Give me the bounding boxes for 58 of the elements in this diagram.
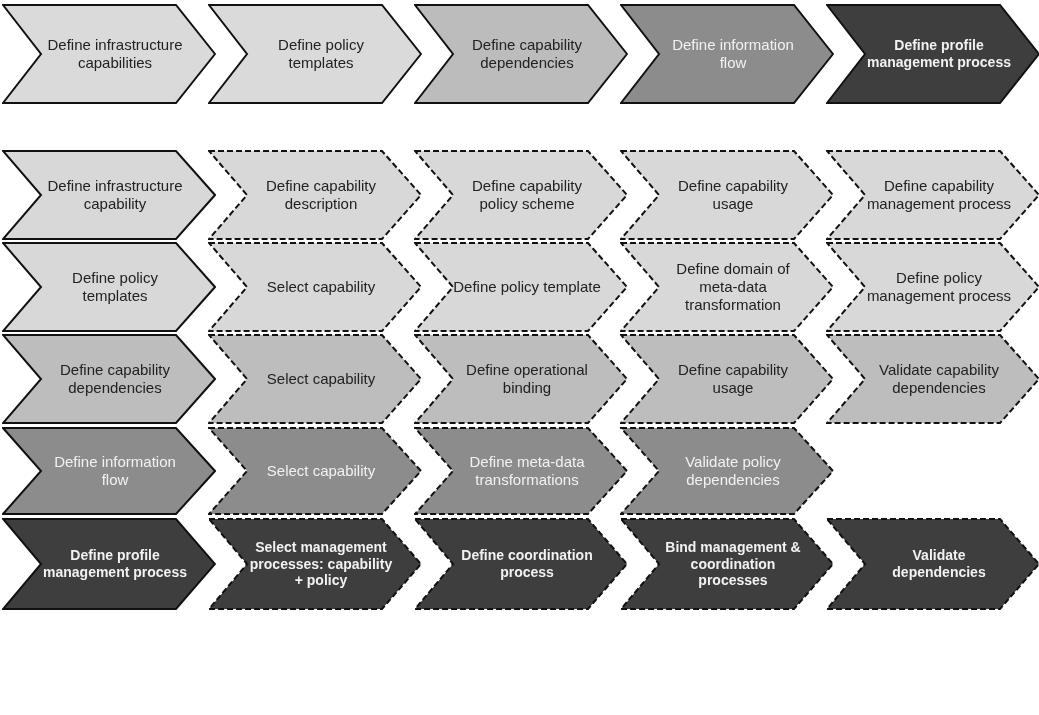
process-step <box>620 242 834 332</box>
process-step <box>2 4 216 104</box>
step-label: Define operational binding <box>465 360 589 398</box>
process-step <box>414 4 628 104</box>
process-step <box>620 518 834 610</box>
process-step <box>208 518 422 610</box>
process-step <box>2 334 216 424</box>
process-step <box>620 334 834 424</box>
process-step <box>414 334 628 424</box>
step-label: Define policy templates <box>71 268 159 306</box>
step-label: Define infrastructure capability <box>46 176 184 214</box>
process-step <box>2 518 216 610</box>
step-label: Validate capability dependencies <box>878 360 1000 398</box>
step-label: Define information flow <box>53 452 177 490</box>
step-label: Define capability description <box>264 176 378 214</box>
process-step <box>414 150 628 240</box>
process-step <box>2 242 216 332</box>
step-label: Select capability <box>265 277 377 297</box>
step-label: Define capability management process <box>865 176 1013 214</box>
process-step <box>208 334 422 424</box>
process-step <box>620 150 834 240</box>
step-label: Define infrastructure capabilities <box>46 35 184 73</box>
process-step <box>826 518 1039 610</box>
step-label: Define domain of meta-data transformation <box>675 259 791 315</box>
step-label: Select capability <box>265 369 377 389</box>
process-step <box>208 427 422 515</box>
process-step <box>620 4 834 104</box>
process-step <box>208 4 422 104</box>
process-step <box>208 150 422 240</box>
process-step <box>414 518 628 610</box>
step-label: Define policy management process <box>865 268 1013 306</box>
process-step <box>2 150 216 240</box>
process-step <box>2 427 216 515</box>
step-label: Define profile management process <box>42 546 188 582</box>
process-step <box>826 242 1039 332</box>
step-label: Define information flow <box>671 35 795 73</box>
step-label: Define policy templates <box>277 35 365 73</box>
process-step <box>620 427 834 515</box>
step-label: Define capability policy scheme <box>470 176 584 214</box>
process-step <box>826 150 1039 240</box>
step-label: Define coordination process <box>460 546 594 582</box>
process-step <box>208 242 422 332</box>
process-step <box>826 4 1039 104</box>
step-label: Define profile management process <box>866 36 1012 72</box>
step-label: Select capability <box>265 461 377 481</box>
process-step <box>826 334 1039 424</box>
step-label: Define policy template <box>452 277 602 297</box>
process-step <box>414 427 628 515</box>
step-label: Define capability usage <box>676 176 790 214</box>
step-label: Validate dependencies <box>891 546 987 582</box>
step-label: Bind management & coordination processes <box>664 537 802 591</box>
step-label: Validate policy dependencies <box>684 452 782 490</box>
step-label: Define capability usage <box>676 360 790 398</box>
process-step <box>414 242 628 332</box>
step-label: Define meta-data transformations <box>468 452 586 490</box>
step-label: Select management processes: capability + policy <box>248 537 394 591</box>
step-label: Define capability dependencies <box>58 360 172 398</box>
step-label: Define capability dependencies <box>470 35 584 73</box>
